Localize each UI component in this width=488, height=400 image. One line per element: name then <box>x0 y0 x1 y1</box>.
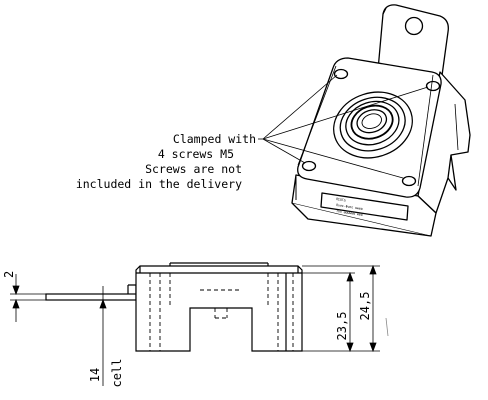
side-tab <box>45 284 137 301</box>
isometric-view <box>291 4 471 237</box>
hidden-lines <box>149 273 294 351</box>
label-plate <box>320 192 409 221</box>
dimension-lines <box>10 264 380 386</box>
tab-hole <box>404 16 424 36</box>
plate-line-3: Τυυ ωωωωωω ωωω <box>336 209 363 217</box>
dim-cell-label: cell <box>110 359 124 388</box>
center-boss <box>333 91 413 159</box>
callout-text: Clamped with 4 screws M5 Screws are not … <box>76 132 256 191</box>
housing-top-face <box>297 57 442 198</box>
dim-cell-value: 14 <box>88 368 102 382</box>
callout-line-4: included in the delivery <box>76 177 242 191</box>
plate-line-2: Πυσε-Φυσε ωωωω <box>336 203 363 211</box>
side-view <box>45 262 389 352</box>
side-housing <box>135 265 303 352</box>
dimension-labels: 2 23,5 24,5 14 cell <box>2 271 372 388</box>
screw-hole-bottom-right <box>401 175 417 187</box>
callout-line-3: Screws are not <box>145 162 242 176</box>
screw-hole-bottom-left <box>301 160 317 172</box>
callout-leaders <box>258 74 429 179</box>
callout-line-2: 4 screws M5 <box>158 147 234 161</box>
dim-outer-height: 24,5 <box>358 292 372 321</box>
callout-line-1: Clamped with <box>173 132 256 146</box>
label-plate-text: ΠΣΩΓ∆ Πυσε-Φυσε ωωωω Τυυ ωωωωωω ωωω <box>336 197 363 217</box>
dim-tab-thickness: 2 <box>2 271 16 278</box>
plate-line-1: ΠΣΩΓ∆ <box>336 197 346 202</box>
screw-hole-top-left <box>333 68 349 80</box>
dim-inner-height: 23,5 <box>335 312 349 341</box>
screw-hole-top-right <box>425 80 441 92</box>
